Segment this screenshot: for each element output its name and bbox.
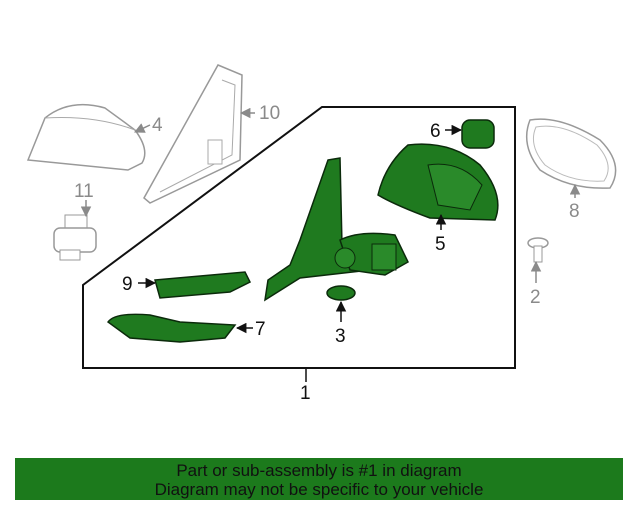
banner-line-1: Part or sub-assembly is #1 in diagram xyxy=(176,461,462,480)
callout-7[interactable]: 7 xyxy=(255,319,266,340)
part-6-actuator[interactable] xyxy=(461,119,495,149)
callout-4[interactable]: 4 xyxy=(152,115,163,136)
part-5-mirror-housing[interactable] xyxy=(377,143,499,221)
part-11-motor[interactable] xyxy=(53,214,97,261)
callout-5[interactable]: 5 xyxy=(435,234,446,255)
callout-3[interactable]: 3 xyxy=(335,326,346,347)
banner-line-2: Diagram may not be specific to your vehi… xyxy=(154,480,484,499)
part-8-mirror-glass[interactable] xyxy=(525,118,617,189)
part-9-turn-signal[interactable] xyxy=(154,271,252,299)
part-7-lower-trim[interactable] xyxy=(106,313,237,343)
callout-8[interactable]: 8 xyxy=(569,201,580,222)
part-2-screw[interactable] xyxy=(527,237,549,263)
callout-2[interactable]: 2 xyxy=(530,287,541,308)
part-10-trim-panel[interactable] xyxy=(143,64,243,204)
parts-diagram: 4 10 11 8 2 6 5 3 9 7 1 xyxy=(26,64,617,404)
disclaimer-banner: Part or sub-assembly is #1 in diagram Di… xyxy=(15,458,623,500)
callout-9[interactable]: 9 xyxy=(122,274,133,295)
part-3-grommet[interactable] xyxy=(326,285,356,301)
callout-6[interactable]: 6 xyxy=(430,121,441,142)
assembly-outline xyxy=(82,106,516,369)
leader-4 xyxy=(134,123,151,133)
part-4-mirror-cap[interactable] xyxy=(26,103,146,171)
callout-10[interactable]: 10 xyxy=(259,103,280,124)
part-1-mirror-base[interactable] xyxy=(264,157,409,302)
callout-11[interactable]: 11 xyxy=(74,181,94,202)
callout-1[interactable]: 1 xyxy=(300,383,311,404)
